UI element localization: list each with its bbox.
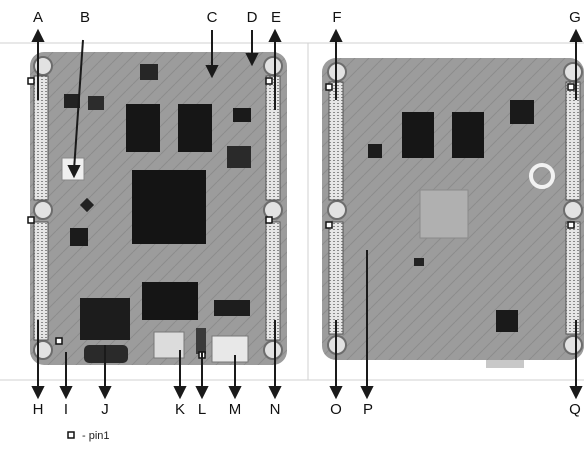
label-A: A <box>33 9 43 26</box>
label-G: G <box>569 9 581 26</box>
small-chip <box>227 146 251 168</box>
arrow-C <box>205 30 219 79</box>
pin1-marker <box>265 216 273 224</box>
memory-chip <box>126 104 160 152</box>
connector-strip <box>265 75 281 201</box>
mounting-hole <box>33 340 53 360</box>
small-chip <box>88 96 104 110</box>
label-H: H <box>33 401 44 418</box>
arrow-K <box>173 350 187 400</box>
label-N: N <box>270 401 281 418</box>
bga-pads <box>419 189 469 239</box>
label-M: M <box>229 401 242 418</box>
label-Q: Q <box>569 401 581 418</box>
label-O: O <box>330 401 342 418</box>
edge-tab <box>486 360 524 368</box>
connector-strip <box>33 221 49 341</box>
pin1-marker <box>55 337 63 345</box>
small-chip <box>510 100 534 124</box>
label-I: I <box>64 401 68 418</box>
pin1-marker <box>325 83 333 91</box>
arrow-O <box>329 320 343 400</box>
small-chip <box>233 108 251 122</box>
legend-pin1-square <box>67 431 75 439</box>
mounting-hole <box>263 56 283 76</box>
pin1-marker <box>265 77 273 85</box>
memory-chip <box>402 112 434 158</box>
arrow-B <box>67 39 84 179</box>
small-chip <box>64 94 80 108</box>
logo-mark <box>529 163 555 189</box>
mounting-hole <box>33 200 53 220</box>
label-C: C <box>207 9 218 26</box>
connector-strip <box>565 81 581 201</box>
jst-connector <box>211 335 249 363</box>
header-pins <box>196 328 206 354</box>
processor-chip <box>132 170 206 244</box>
small-chip <box>214 300 250 316</box>
small-chip <box>368 144 382 158</box>
arrow-I <box>59 352 73 400</box>
memory-chip <box>452 112 484 158</box>
legend-pin1-label: - pin1 <box>82 430 110 442</box>
arrow-L <box>195 352 209 400</box>
arrow-P <box>360 250 374 400</box>
mounting-hole <box>327 200 347 220</box>
legend: - pin1 <box>67 430 110 442</box>
small-chip <box>496 310 518 332</box>
arrow-Q <box>569 320 583 400</box>
mounting-hole <box>263 200 283 220</box>
label-B: B <box>80 9 90 26</box>
small-chip <box>70 228 88 246</box>
arrow-D <box>245 30 259 67</box>
mounting-hole <box>563 62 583 82</box>
label-P: P <box>363 401 373 418</box>
pin1-marker <box>27 216 35 224</box>
pin1-marker <box>567 221 575 229</box>
mounting-hole <box>263 340 283 360</box>
label-D: D <box>247 9 258 26</box>
callout-labels: A B C D E F G H I J K L M N O P Q <box>33 9 581 418</box>
arrow-N <box>268 320 282 400</box>
mounting-hole <box>33 56 53 76</box>
arrow-G <box>569 28 583 100</box>
board-bottom-side <box>322 58 584 368</box>
connector-strip <box>328 221 344 335</box>
pin1-marker <box>325 221 333 229</box>
arrow-H <box>31 320 45 400</box>
mounting-hole <box>563 200 583 220</box>
sd-socket <box>80 298 130 340</box>
label-E: E <box>271 9 281 26</box>
arrow-E <box>268 28 282 110</box>
connector-strip <box>265 221 281 341</box>
board-top-side <box>27 52 287 365</box>
pmic-chip <box>142 282 198 320</box>
label-K: K <box>175 401 185 418</box>
pin1-marker <box>27 77 35 85</box>
mounting-hole <box>563 335 583 355</box>
callout-arrows <box>31 28 583 400</box>
arrow-A <box>31 28 45 100</box>
label-L: L <box>198 401 206 418</box>
pin1-marker <box>567 83 575 91</box>
connector-strip <box>33 75 49 201</box>
memory-chip <box>178 104 212 152</box>
small-chip <box>414 258 424 266</box>
arrow-F <box>329 28 343 100</box>
label-F: F <box>332 9 341 26</box>
small-chip <box>140 64 158 80</box>
connector-strip <box>565 221 581 335</box>
label-J: J <box>101 401 109 418</box>
arrow-M <box>228 355 242 400</box>
arrow-J <box>98 345 112 400</box>
